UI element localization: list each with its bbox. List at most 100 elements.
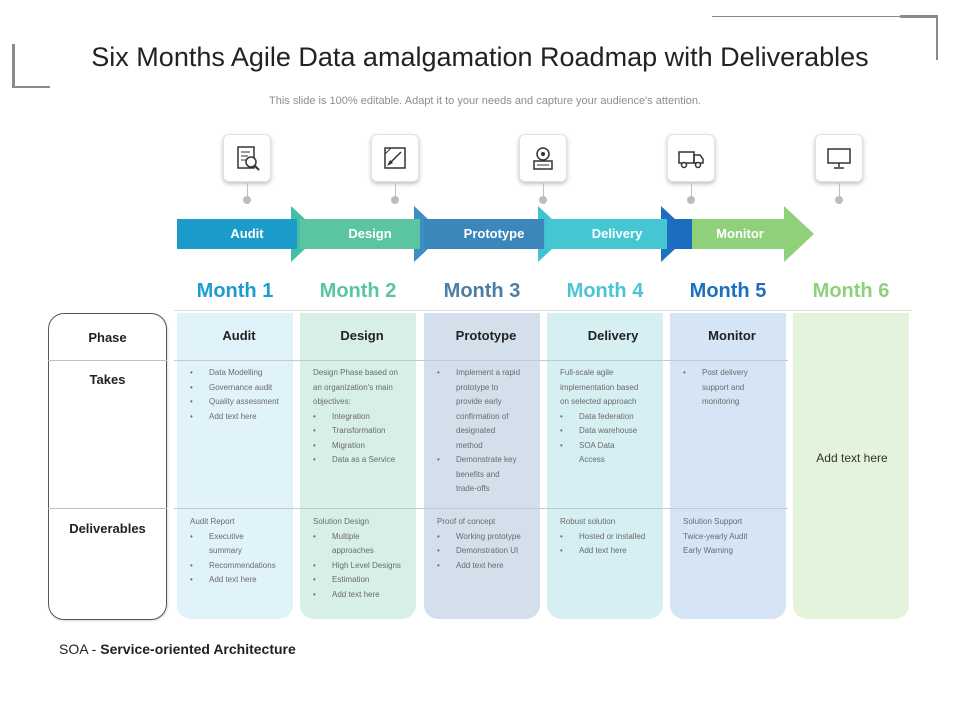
deliverables-cell[interactable]: Solution DesignMultipleapproachesHigh Le… xyxy=(313,515,401,602)
row-label-takes: Takes xyxy=(89,372,126,387)
month-header-5: Month 5 xyxy=(689,280,767,302)
cell-line: implementation based xyxy=(560,382,639,392)
cell-line: Add text here xyxy=(560,544,645,559)
cell-line: Integration xyxy=(313,410,398,425)
cell-line: Estimation xyxy=(313,573,401,588)
cell-line: Data as a Service xyxy=(313,453,398,468)
monitor-icon xyxy=(815,134,863,182)
cell-line: provide early xyxy=(456,397,502,406)
footnote: SOA - Service-oriented Architecture xyxy=(59,641,296,657)
icon-connector xyxy=(839,183,840,198)
cell-line: Design Phase based on xyxy=(313,368,398,377)
cell-line: an organization's main xyxy=(313,382,393,392)
phase-name: Audit xyxy=(222,328,256,343)
cell-line: Add text here xyxy=(313,588,401,603)
slide-subtitle[interactable]: This slide is 100% editable. Adapt it to… xyxy=(269,95,701,107)
phase-name: Monitor xyxy=(708,328,756,343)
frame-corner-top-right-line xyxy=(712,16,938,17)
cell-line: designated xyxy=(456,426,496,435)
row-label-phase: Phase xyxy=(88,330,127,345)
cell-line: Access xyxy=(579,455,605,464)
month-column-6 xyxy=(793,313,909,619)
cell-line: SOA Data xyxy=(560,439,638,454)
cell-line: Implement a rapid xyxy=(437,366,520,381)
icon-connector xyxy=(543,183,544,198)
phase-arrow-audit[interactable]: Audit xyxy=(177,204,323,264)
cell-line: Data Modelling xyxy=(190,366,279,381)
deliverables-cell[interactable]: Robust solutionHosted or installedAdd te… xyxy=(560,515,645,559)
month6-placeholder-text[interactable]: Add text here xyxy=(816,451,888,465)
slide-title[interactable]: Six Months Agile Data amalgamation Roadm… xyxy=(91,42,869,72)
phase-arrow-monitor[interactable]: Monitor xyxy=(670,204,816,264)
phase-arrow-prototype[interactable]: Prototype xyxy=(424,204,570,264)
icon-connector-dot xyxy=(539,196,547,204)
takes-cell[interactable]: Data ModellingGovernance auditQuality as… xyxy=(190,366,279,424)
phase-arrow-label: Audit xyxy=(230,226,264,241)
cell-line: Executive xyxy=(190,530,276,545)
phase-arrow-design[interactable]: Design xyxy=(300,204,446,264)
cell-line: objectives: xyxy=(313,397,351,406)
prototype-gear-icon xyxy=(519,134,567,182)
cell-line: Data federation xyxy=(560,410,638,425)
row-label-separator xyxy=(48,508,167,509)
cell-line: Early Warning xyxy=(683,546,733,555)
row-label-box xyxy=(48,313,167,620)
phase-arrow-label: Prototype xyxy=(463,226,525,241)
icon-connector-dot xyxy=(835,196,843,204)
cell-line: summary xyxy=(209,546,242,555)
icon-connector-dot xyxy=(687,196,695,204)
takes-cell[interactable]: Design Phase based on an organization's m… xyxy=(313,366,398,468)
icon-connector xyxy=(247,183,248,198)
phase-arrow-label: Design xyxy=(348,226,392,241)
deliverables-cell[interactable]: Audit ReportExecutivesummaryRecommendati… xyxy=(190,515,276,588)
phase-arrow-label: Monitor xyxy=(716,226,764,241)
cell-line: Solution Design xyxy=(313,517,370,526)
cell-line: Hosted or installed xyxy=(560,530,645,545)
cell-line: confirmation of xyxy=(456,411,509,421)
frame-corner-top-right xyxy=(900,15,938,18)
phase-arrow-label: Delivery xyxy=(591,226,643,241)
cell-line: Recommendations xyxy=(190,559,276,574)
cell-line: prototype to xyxy=(456,382,499,392)
cell-line: trade-offs xyxy=(456,484,490,493)
month-header-3: Month 3 xyxy=(443,280,521,302)
cell-line: Multiple xyxy=(313,530,401,545)
footnote-full: Service-oriented Architecture xyxy=(100,641,296,657)
month-column-4 xyxy=(547,313,663,619)
design-tools-icon xyxy=(371,134,419,182)
cell-line: Post delivery xyxy=(683,366,748,381)
phase-name: Delivery xyxy=(587,328,639,343)
cell-line: Quality assessment xyxy=(190,395,279,410)
cell-line: Migration xyxy=(313,439,398,454)
audit-report-icon xyxy=(223,134,271,182)
cell-line: Data warehouse xyxy=(560,424,638,439)
deliverables-cell[interactable]: Proof of conceptWorking prototypeDemonst… xyxy=(437,515,521,573)
row-label-separator xyxy=(48,360,167,361)
frame-corner-top-left-base xyxy=(12,86,50,88)
icon-connector-dot xyxy=(243,196,251,204)
icon-connector xyxy=(395,183,396,198)
row-divider-deliverables xyxy=(174,508,788,509)
phase-name: Prototype xyxy=(455,328,517,343)
cell-line: Robust solution xyxy=(560,517,616,526)
cell-line: Demonstration UI xyxy=(437,544,521,559)
row-divider-takes xyxy=(174,360,788,361)
delivery-truck-icon xyxy=(667,134,715,182)
cell-line: Proof of concept xyxy=(437,517,496,526)
cell-line: method xyxy=(456,440,483,450)
takes-cell[interactable]: Full-scale agile implementation based on s… xyxy=(560,366,638,468)
cell-line: Demonstrate key xyxy=(437,453,520,468)
cell-line: Full-scale agile xyxy=(560,368,614,377)
cell-line: on selected approach xyxy=(560,397,637,406)
phase-arrow-delivery[interactable]: Delivery xyxy=(547,204,693,264)
month-header-2: Month 2 xyxy=(319,280,397,302)
cell-line: Working prototype xyxy=(437,530,521,545)
cell-line: High Level Designs xyxy=(313,559,401,574)
frame-corner-top-left xyxy=(12,44,15,88)
cell-line: Audit Report xyxy=(190,517,235,526)
cell-line: Solution Support xyxy=(683,517,743,526)
month-header-4: Month 4 xyxy=(566,280,644,302)
